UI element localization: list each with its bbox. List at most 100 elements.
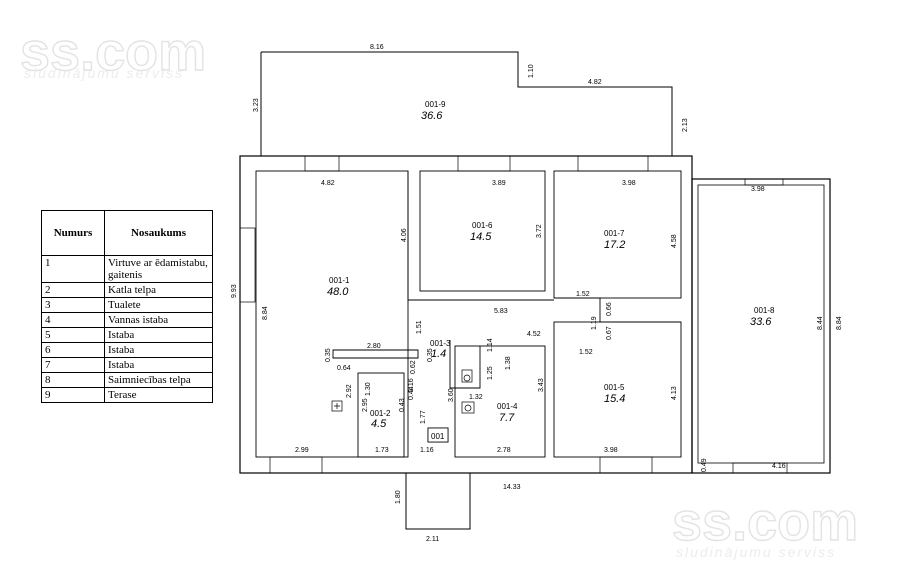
room-id-1: 001-1	[329, 276, 350, 285]
apartment-tag: 001	[431, 432, 445, 441]
dim-label: 0.44	[408, 386, 415, 400]
legend-name: Katla telpa	[104, 282, 213, 298]
dim-label: 2.80	[367, 343, 381, 350]
dimension-labels-vertical: 3.23 1.10 2.13 9.93 8.84 4.06 3.72 4.58 …	[231, 64, 843, 504]
dim-label: 4.58	[671, 234, 678, 248]
room-area-3: 1.4	[431, 348, 446, 360]
dim-label: 1.73	[375, 447, 389, 454]
room-id-2: 001-2	[370, 409, 391, 418]
legend-name: Istaba	[104, 327, 213, 343]
legend-number: 7	[41, 357, 105, 373]
exterior-walls	[239, 155, 831, 474]
sink-icon	[461, 401, 475, 414]
room-id-4: 001-4	[497, 402, 518, 411]
room-area-2: 4.5	[371, 418, 387, 430]
legend-name: Terase	[104, 387, 213, 403]
room-id-3: 001-3	[430, 339, 451, 348]
dim-label: 1.77	[420, 410, 427, 424]
dim-label: 1.25	[487, 366, 494, 380]
legend-number: 1	[41, 255, 105, 283]
dim-label: 3.89	[492, 180, 506, 187]
dim-label: 1.52	[579, 349, 593, 356]
watermark-top-left: ss.com sludinājumu serviss	[19, 21, 207, 82]
dim-label: 0.66	[606, 302, 613, 316]
dim-label: 0.35	[325, 348, 332, 362]
room-id-9: 001-9	[425, 100, 446, 109]
legend-number: 9	[41, 387, 105, 403]
room-tag-001	[427, 427, 449, 443]
dim-label: 0.62	[410, 360, 417, 374]
dim-label: 1.10	[528, 64, 535, 78]
windows	[239, 155, 788, 474]
room-id-8: 001-8	[754, 306, 775, 315]
dim-label: 0.49	[701, 458, 708, 472]
dim-label: 2.13	[682, 118, 689, 132]
dim-label: 8.44	[817, 316, 824, 330]
room-labels: 001-9 36.6 001-1 48.0 001-6 14.5 001-7 1…	[327, 100, 775, 430]
dim-label: 0.43	[399, 398, 406, 412]
room-area-8: 33.6	[750, 316, 772, 328]
dim-label: 4.82	[588, 79, 602, 86]
watermark-tagline: sludinājumu serviss	[24, 65, 184, 81]
legend-name: Istaba	[104, 357, 213, 373]
dim-label: 0.67	[606, 326, 613, 340]
legend-number: 8	[41, 372, 105, 388]
dim-label: 3.98	[751, 186, 765, 193]
dim-label: 4.52	[527, 331, 541, 338]
dim-label: 14.33	[503, 484, 521, 491]
legend-name: Istaba	[104, 342, 213, 358]
dim-label: 4.13	[671, 386, 678, 400]
room-id-6: 001-6	[472, 221, 493, 230]
dim-label: 4.06	[401, 228, 408, 242]
dim-label: 8.84	[836, 316, 843, 330]
room-area-6: 14.5	[470, 231, 492, 243]
dim-label: 2.99	[295, 447, 309, 454]
dim-label: 1.80	[395, 490, 402, 504]
room-area-4: 7.7	[499, 412, 515, 424]
room-area-1: 48.0	[327, 286, 349, 298]
dim-label: 2.95	[362, 398, 369, 412]
legend-header-row: Numurs Nosaukums	[41, 210, 213, 256]
dim-label: 1.19	[591, 316, 598, 330]
boiler-icon	[331, 400, 343, 412]
dim-label: 3.98	[604, 447, 618, 454]
legend-name: Vannas istaba	[104, 312, 213, 328]
room-area-7: 17.2	[604, 239, 625, 251]
interior-walls	[255, 170, 682, 458]
room-area-9: 36.6	[421, 110, 443, 122]
dim-label: 4.82	[321, 180, 335, 187]
dim-label: 9.93	[231, 284, 238, 298]
toilet-icon	[461, 369, 473, 383]
dim-label: 3.72	[536, 224, 543, 238]
dim-label: 2.78	[497, 447, 511, 454]
dim-label: 1.30	[365, 382, 372, 396]
dim-label: 3.43	[538, 378, 545, 392]
legend-number: 5	[41, 327, 105, 343]
watermark-bottom-right: ss.com sludinājumu serviss	[671, 491, 859, 560]
room-id-7: 001-7	[604, 229, 625, 238]
dimension-labels: 8.16 4.82 4.82 3.89 3.98 3.98 5.83 1.52 …	[295, 44, 786, 543]
dim-label: 3.23	[253, 98, 260, 112]
dim-label: 0.35	[427, 348, 434, 362]
dim-label: 5.83	[494, 308, 508, 315]
dim-label: 3.60	[448, 388, 455, 402]
legend-number: 3	[41, 297, 105, 313]
dim-label: 1.51	[416, 320, 423, 334]
legend-number: 2	[41, 282, 105, 298]
dim-label: 1.16	[420, 447, 434, 454]
dim-label: 4.16	[772, 463, 786, 470]
legend-name: Tualete	[104, 297, 213, 313]
dim-label: 1.32	[469, 394, 483, 401]
watermark-tagline: sludinājumu serviss	[676, 544, 836, 560]
watermark-brand: ss.com	[672, 492, 858, 552]
terrace-outline	[261, 51, 673, 156]
